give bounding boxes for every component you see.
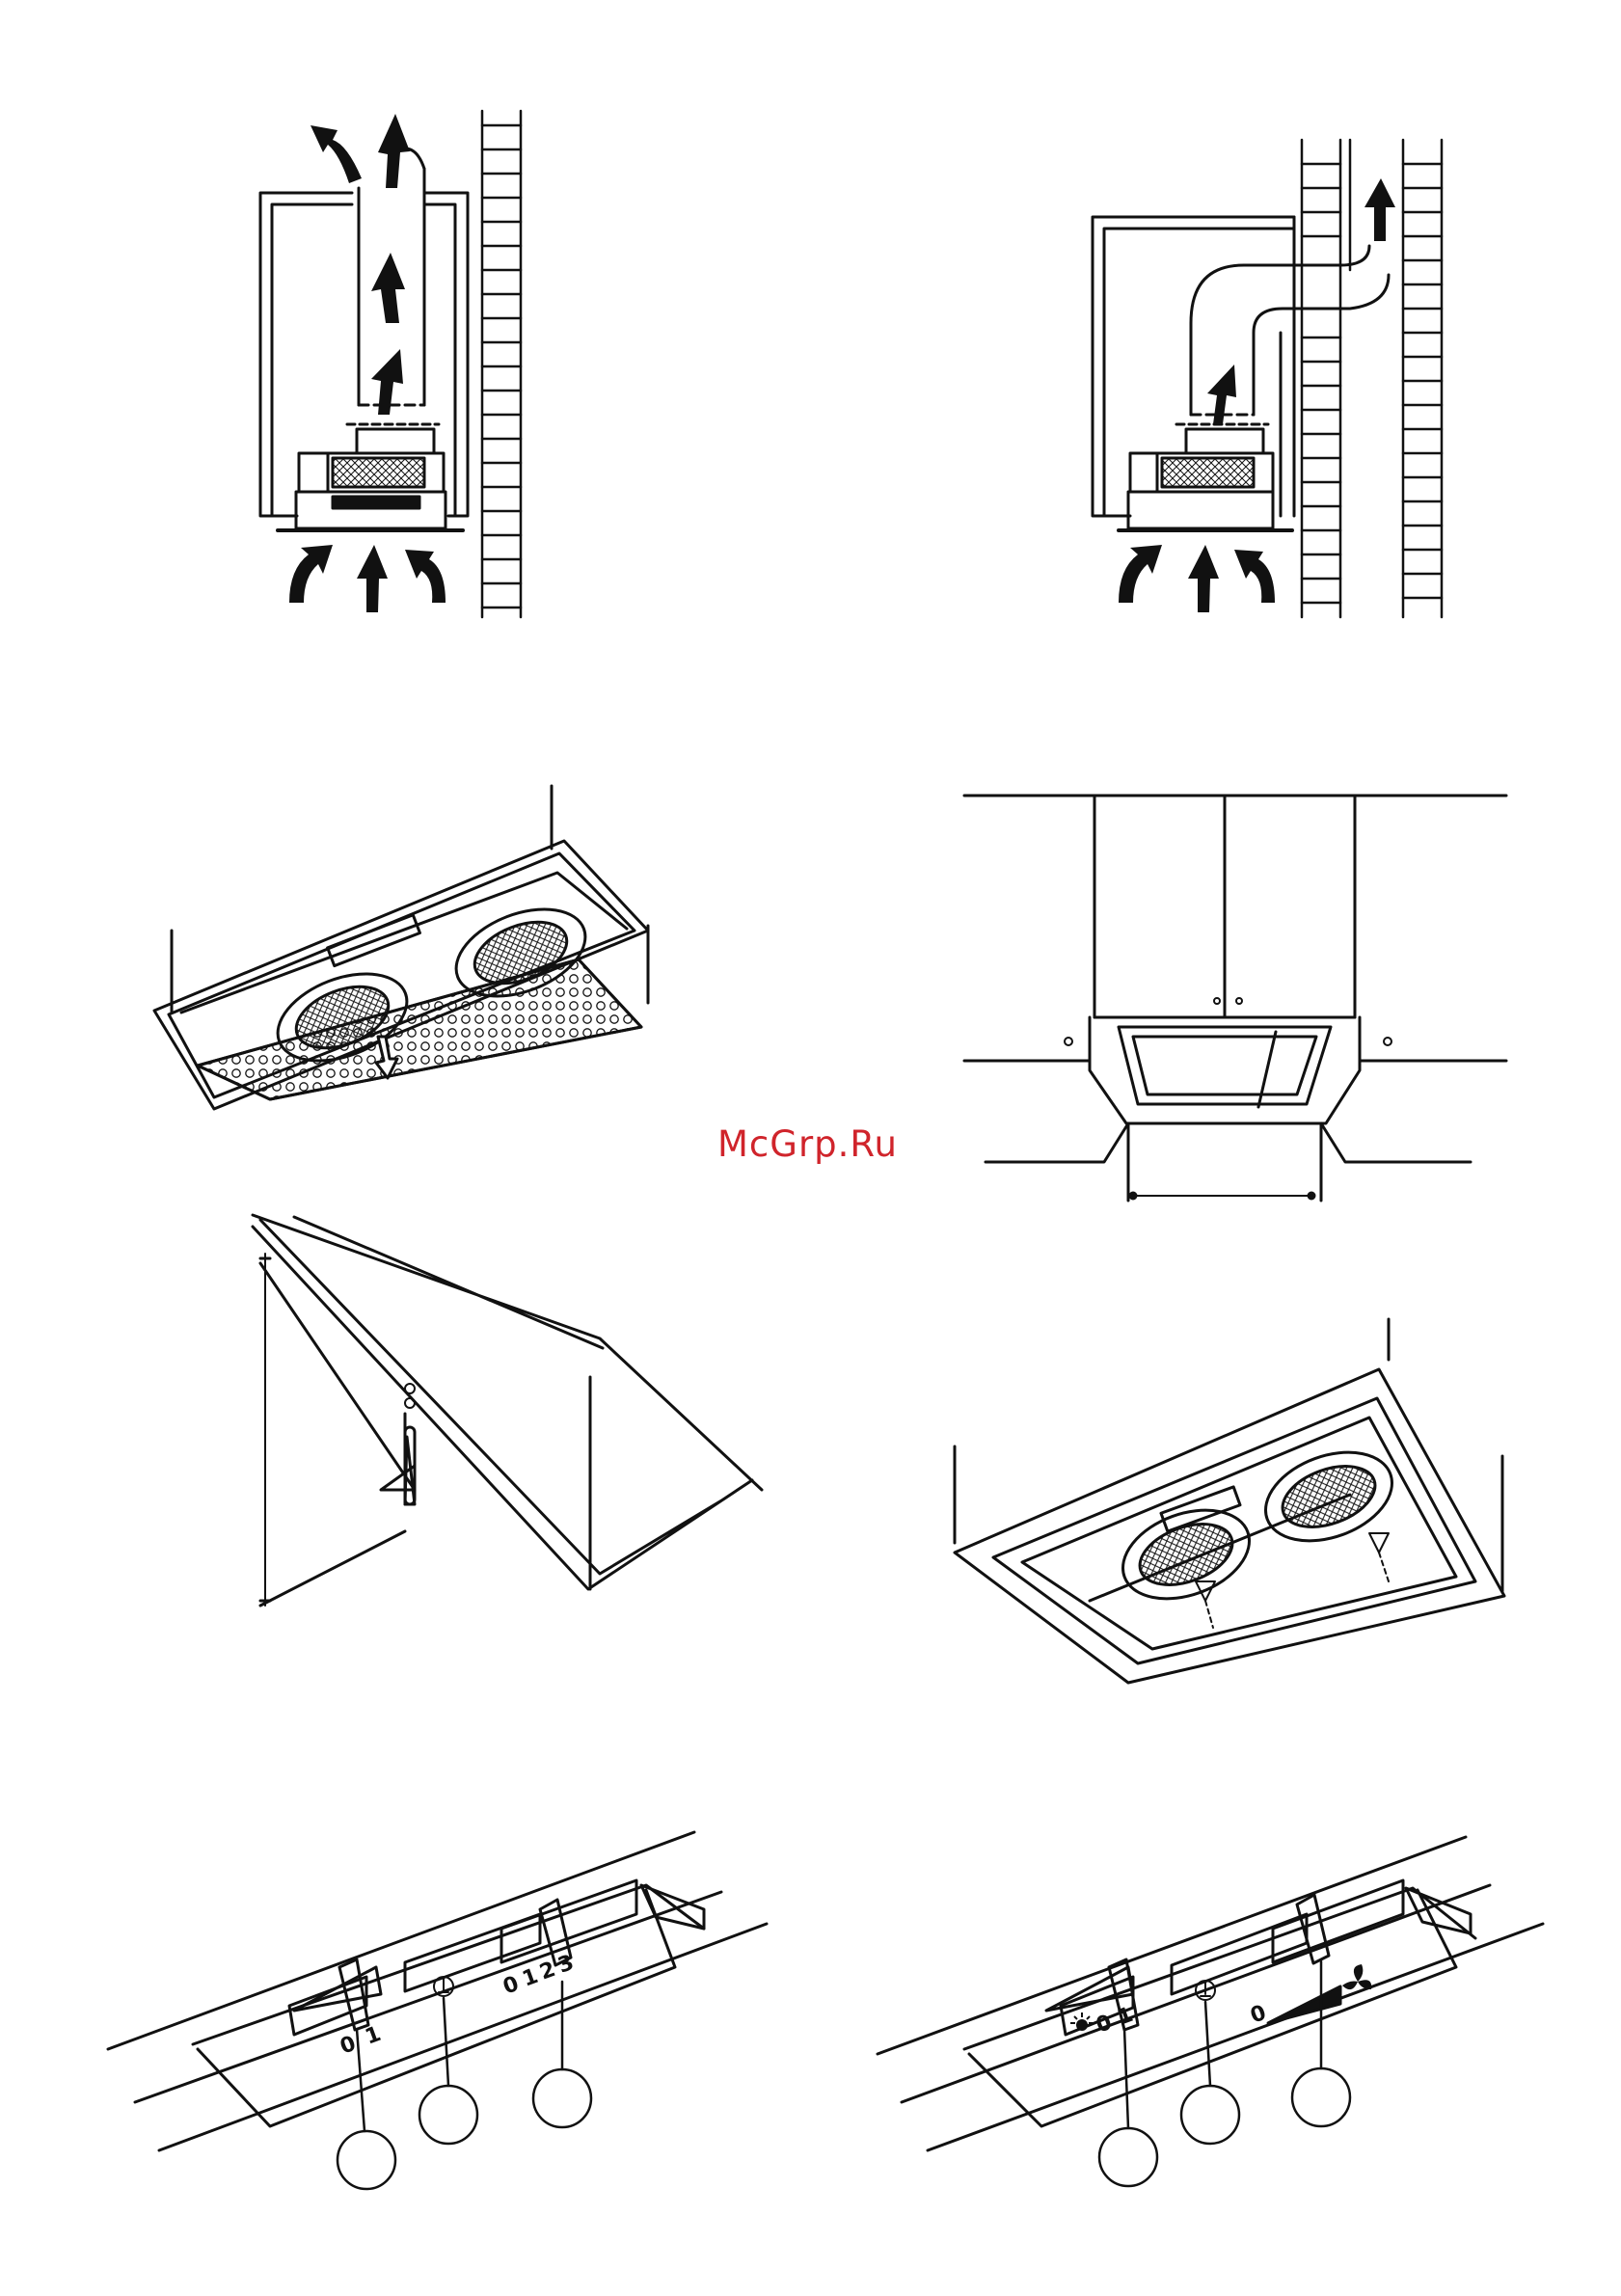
figure-hood-fixing [955, 1319, 1504, 1683]
figure-control-panel-left [108, 1832, 767, 2189]
callout-1 [338, 2131, 395, 2189]
scale-label: 0 [338, 2032, 360, 2060]
speed-wedge [1268, 1986, 1340, 2023]
wall-brick [1302, 140, 1442, 617]
callout-3 [1292, 2068, 1350, 2126]
figure-filter-removal [154, 786, 648, 1109]
fan-icon [1342, 1964, 1371, 1989]
figure-extraction [1093, 140, 1442, 617]
scale-label: 0 [500, 1972, 523, 2000]
watermark: McGrp.Ru [717, 1123, 910, 1172]
screw [1369, 1533, 1389, 1553]
callout-2 [419, 2086, 477, 2144]
figure-bracket-mounting [253, 1215, 762, 1606]
scale-label: 0 [1248, 2001, 1270, 2029]
callout-2 [1181, 2086, 1239, 2144]
hood-frame [955, 1369, 1504, 1683]
figure-control-panel-right [878, 1837, 1543, 2186]
airflow-arrows-2 [1119, 178, 1395, 612]
callout-1 [1099, 2128, 1157, 2186]
scale-label: 3 [555, 1951, 578, 1979]
scale-label: 1 [363, 2022, 385, 2050]
airflow-arrows-1 [289, 114, 446, 612]
cabinet-front [1094, 796, 1355, 1017]
light-bulb-icon [1070, 2012, 1094, 2031]
cabinet-edge [253, 1215, 762, 1490]
figure-cabinet-cutout [964, 796, 1506, 1201]
callout-3 [533, 2069, 591, 2127]
wall-brick [482, 111, 521, 617]
